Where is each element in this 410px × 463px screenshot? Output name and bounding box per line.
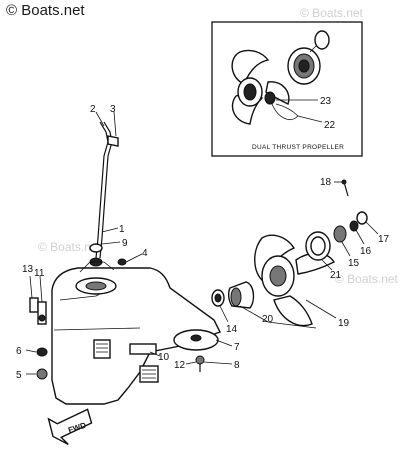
thrust-hub[interactable] (227, 281, 255, 309)
callout-16: 16 (360, 246, 372, 257)
shift-rod[interactable] (95, 111, 119, 259)
side-plate[interactable] (129, 343, 157, 355)
gear-case[interactable] (51, 258, 221, 405)
inset-panel: 23 22 DUAL THRUST PROPELLER (211, 21, 363, 157)
inset-caption: DUAL THRUST PROPELLER (252, 144, 344, 151)
inset-frame (211, 21, 363, 157)
callout-4: 4 (142, 248, 148, 259)
callout-21: 21 (330, 270, 342, 281)
callout-11: 11 (34, 268, 45, 279)
inset-hub[interactable] (287, 30, 330, 85)
watermark-faint-left: © Boats.net (38, 240, 101, 254)
spacer-21[interactable] (305, 231, 331, 261)
callout-15: 15 (348, 258, 360, 269)
callout-8: 8 (234, 360, 240, 371)
drain-plug-5[interactable] (36, 368, 48, 380)
callout-22: 22 (324, 120, 336, 131)
callout-6: 6 (16, 346, 22, 357)
watermark-faint-right: © Boats.net (335, 272, 398, 286)
callout-10: 10 (158, 352, 170, 363)
watermark-faint-top: © Boats.net (300, 6, 363, 20)
callout-20: 20 (262, 314, 274, 325)
nut-16[interactable] (349, 220, 359, 232)
callout-17: 17 (378, 234, 390, 245)
callout-1: 1 (119, 224, 125, 235)
callout-2: 2 (90, 104, 96, 115)
cotter-pin-18[interactable] (341, 179, 349, 197)
callout-12: 12 (174, 360, 186, 371)
trim-bolt[interactable] (195, 355, 205, 372)
callout-23: 23 (320, 96, 332, 107)
callout-19: 19 (338, 318, 350, 329)
callout-7: 7 (234, 342, 240, 353)
callout-3: 3 (110, 104, 116, 115)
inset-propeller[interactable] (231, 49, 290, 125)
bracket-13-11[interactable] (29, 297, 47, 325)
drain-plug-6[interactable] (36, 347, 48, 357)
side-grille[interactable] (139, 365, 159, 383)
callout-5: 5 (16, 370, 22, 381)
watermark: © Boats.net (6, 2, 85, 19)
nut-17[interactable] (356, 211, 368, 225)
callout-9: 9 (122, 238, 128, 249)
washer-15[interactable] (333, 225, 347, 243)
propeller[interactable] (254, 234, 335, 327)
callout-14: 14 (226, 324, 238, 335)
callout-18: 18 (320, 177, 332, 188)
thrust-washer-14[interactable] (211, 289, 225, 307)
trim-tab[interactable] (173, 329, 219, 351)
water-inlet[interactable] (93, 339, 111, 359)
fwd-arrow: FWD (47, 408, 93, 446)
callout-13: 13 (22, 264, 34, 275)
